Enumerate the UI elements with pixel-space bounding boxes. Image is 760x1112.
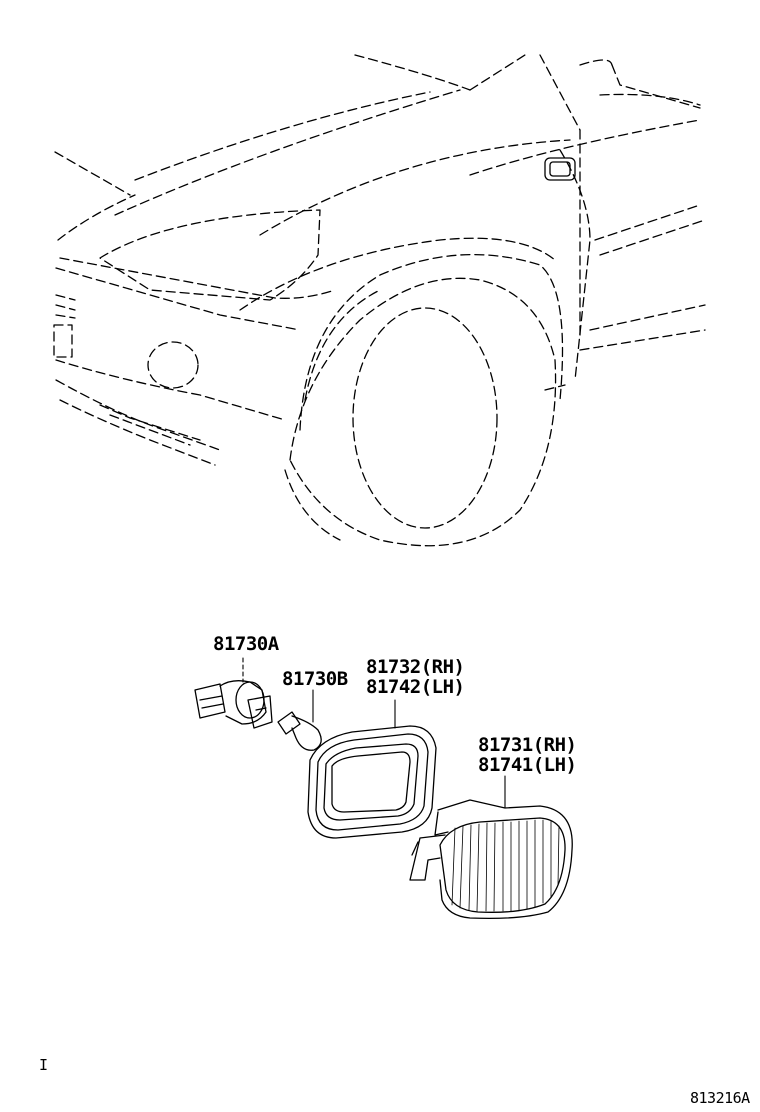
callout-gasket-lh: 81742(LH): [366, 676, 465, 698]
wedge-bulb-drawing: [277, 711, 322, 751]
callout-gasket-rh: 81732(RH): [366, 656, 465, 678]
bulb-socket-drawing: [194, 680, 273, 729]
side-turn-lamp-drawing: [409, 799, 573, 920]
vehicle-outline: [53, 54, 706, 547]
callout-bulb: 81730B: [282, 668, 348, 690]
side-marker-on-vehicle: [544, 157, 576, 181]
corner-mark: I: [39, 1056, 48, 1074]
leader-lines: [242, 657, 506, 809]
callout-socket: 81730A: [213, 633, 279, 655]
callout-lamp-lh: 81741(LH): [478, 754, 577, 776]
callout-lamp-rh: 81731(RH): [478, 734, 577, 756]
illustration-code: 813216A: [690, 1089, 750, 1107]
gasket-drawing: [307, 725, 437, 839]
